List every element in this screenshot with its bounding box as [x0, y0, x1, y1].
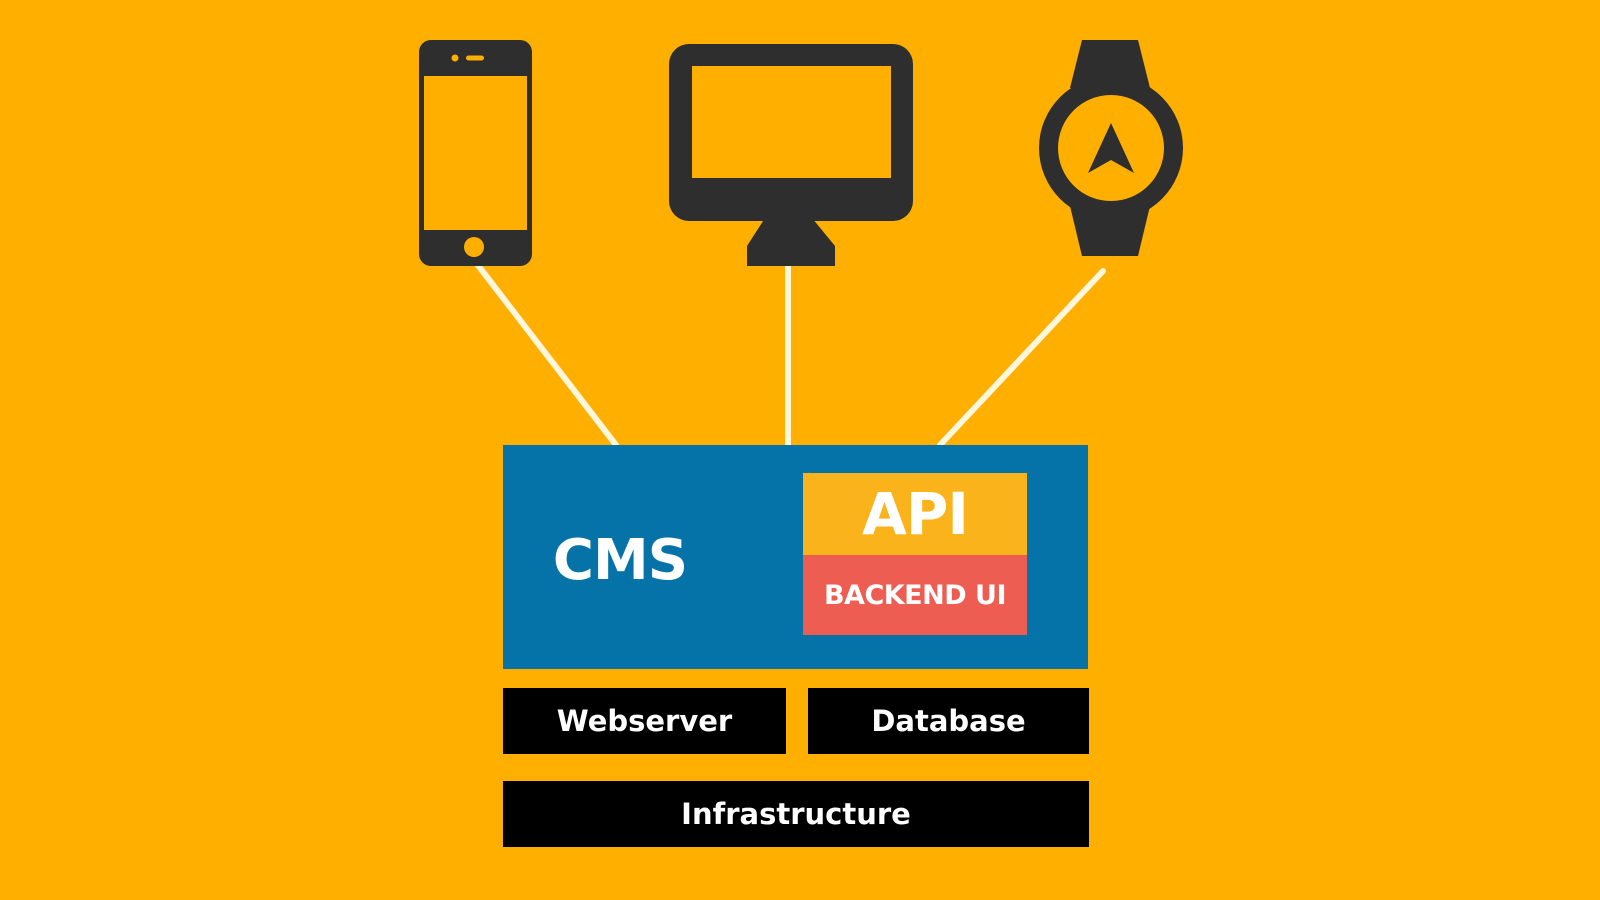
backend-ui-block: BACKEND UI [803, 555, 1027, 635]
api-block: API [803, 473, 1027, 555]
database-block: Database [808, 688, 1089, 754]
webserver-block: Webserver [503, 688, 786, 754]
connector-smartphone [474, 261, 619, 448]
cms-label: CMS [552, 527, 688, 593]
desktop-monitor-icon [669, 44, 913, 266]
smartwatch-icon [1039, 40, 1183, 256]
smartphone-icon [419, 40, 532, 266]
infrastructure-block: Infrastructure [503, 781, 1089, 847]
connector-smartwatch [937, 268, 1106, 448]
